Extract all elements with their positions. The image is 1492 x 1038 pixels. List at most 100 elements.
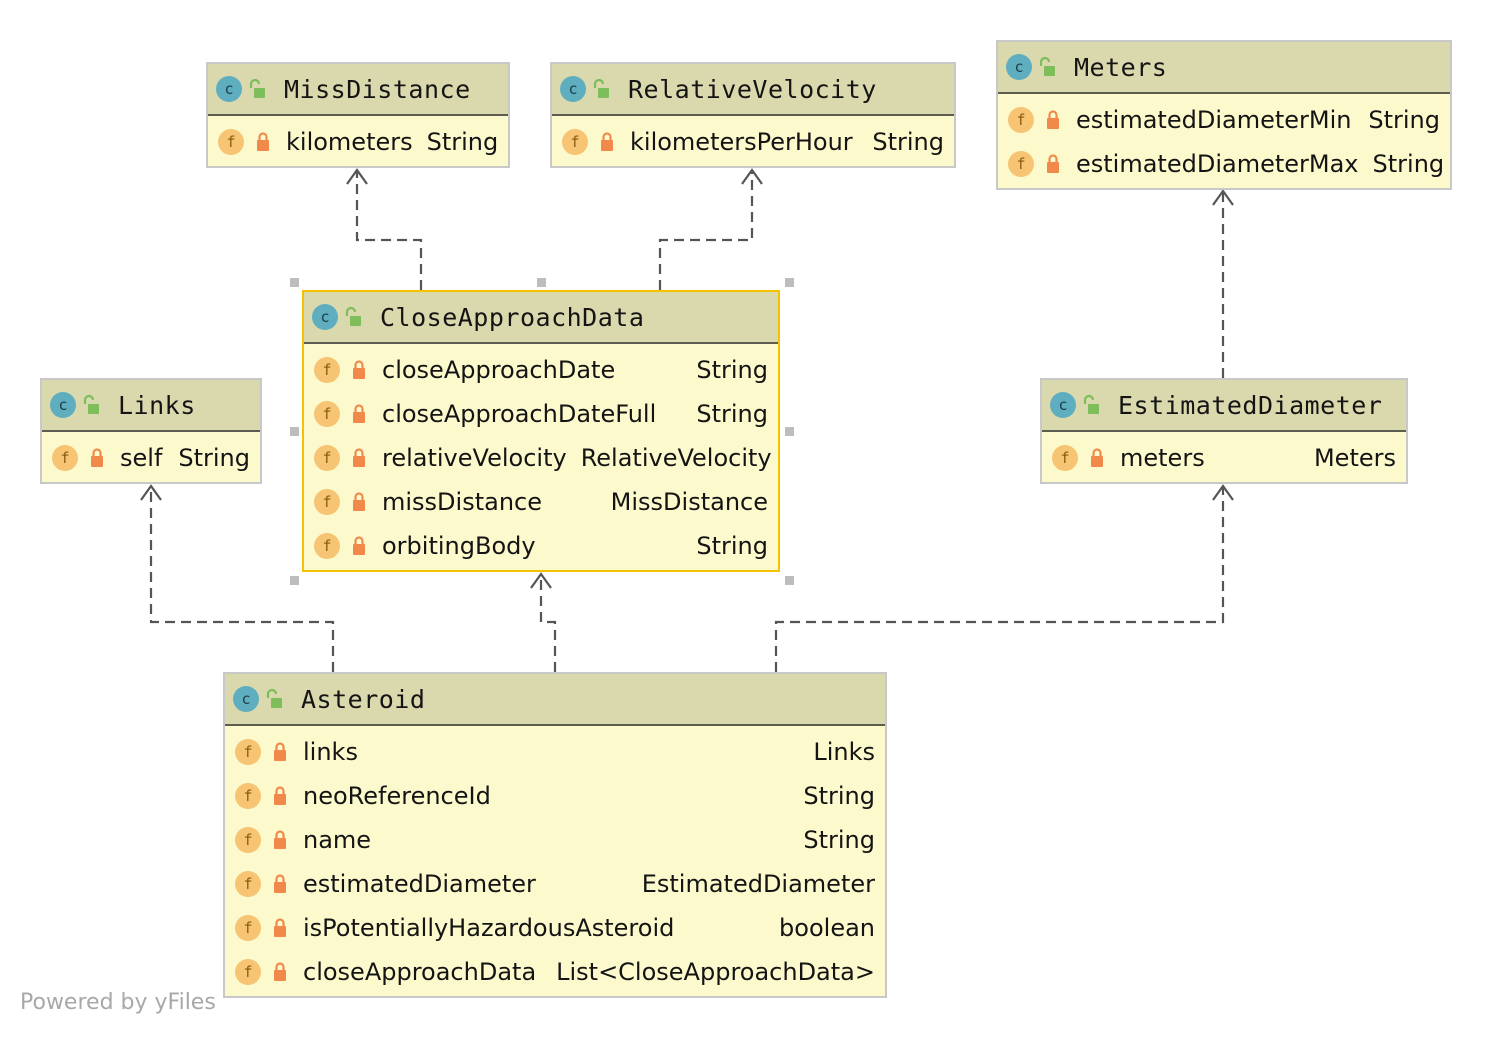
field-type: Links (813, 738, 875, 766)
private-lock-icon (269, 827, 291, 853)
field-icon: f (218, 129, 244, 155)
field-type: MissDistance (610, 488, 768, 516)
field-name: kilometers (286, 128, 413, 156)
selection-handle[interactable] (785, 576, 794, 585)
selection-handle[interactable] (290, 576, 299, 585)
field-name: meters (1120, 444, 1205, 472)
class-name: EstimatedDiameter (1118, 390, 1383, 420)
class-name: MissDistance (284, 74, 471, 104)
private-lock-icon (269, 871, 291, 897)
edge-asteroid-to-links (149, 486, 335, 672)
class-header: c Links (42, 380, 260, 432)
class-name: Meters (1074, 52, 1168, 82)
class-icon: c (312, 304, 338, 330)
field-icon: f (1008, 151, 1034, 177)
field-row[interactable]: f isPotentiallyHazardousAsteroid boolean (225, 906, 885, 950)
class-header: c CloseApproachData (304, 292, 778, 344)
arrowhead-closeapproachdata (530, 572, 552, 589)
field-icon: f (235, 959, 261, 985)
field-type: String (803, 782, 875, 810)
field-type: boolean (779, 914, 875, 942)
public-access-icon (246, 76, 268, 102)
class-name: RelativeVelocity (628, 74, 877, 104)
private-lock-icon (86, 445, 108, 471)
field-icon: f (314, 489, 340, 515)
selection-handle[interactable] (785, 427, 794, 436)
edge-closeapproachdata-to-relativevelocity (658, 170, 754, 290)
private-lock-icon (596, 129, 618, 155)
field-name: isPotentiallyHazardousAsteroid (303, 914, 675, 942)
edge-closeapproachdata-to-missdistance (355, 170, 423, 290)
field-icon: f (235, 827, 261, 853)
selection-handle[interactable] (290, 278, 299, 287)
selection-handle[interactable] (290, 427, 299, 436)
field-name: closeApproachDateFull (382, 400, 657, 428)
arrowhead-relativevelocity (741, 168, 763, 185)
field-name: closeApproachData (303, 958, 537, 986)
selection-handle[interactable] (785, 278, 794, 287)
public-access-icon (1036, 54, 1058, 80)
field-icon: f (314, 445, 340, 471)
field-icon: f (235, 739, 261, 765)
arrowhead-links (140, 484, 162, 501)
selection-handle[interactable] (537, 278, 546, 287)
arrowhead-meters (1212, 189, 1234, 206)
public-access-icon (342, 304, 364, 330)
class-icon: c (50, 392, 76, 418)
field-row[interactable]: f missDistance MissDistance (304, 480, 778, 524)
field-icon: f (235, 915, 261, 941)
field-name: kilometersPerHour (630, 128, 853, 156)
class-name: Links (118, 390, 196, 420)
field-type: EstimatedDiameter (641, 870, 875, 898)
public-access-icon (263, 686, 285, 712)
private-lock-icon (269, 739, 291, 765)
field-icon: f (235, 783, 261, 809)
field-name: self (120, 444, 163, 472)
private-lock-icon (348, 401, 370, 427)
private-lock-icon (348, 533, 370, 559)
field-icon: f (314, 401, 340, 427)
field-icon: f (562, 129, 588, 155)
class-name: Asteroid (301, 684, 426, 714)
class-header: c Meters (998, 42, 1450, 94)
field-type: String (1368, 106, 1440, 134)
private-lock-icon (348, 357, 370, 383)
arrowhead-estimateddiameter (1212, 484, 1234, 501)
private-lock-icon (348, 445, 370, 471)
field-name: missDistance (382, 488, 542, 516)
field-type: Meters (1313, 444, 1396, 472)
class-icon: c (1006, 54, 1032, 80)
class-name: CloseApproachData (380, 302, 645, 332)
